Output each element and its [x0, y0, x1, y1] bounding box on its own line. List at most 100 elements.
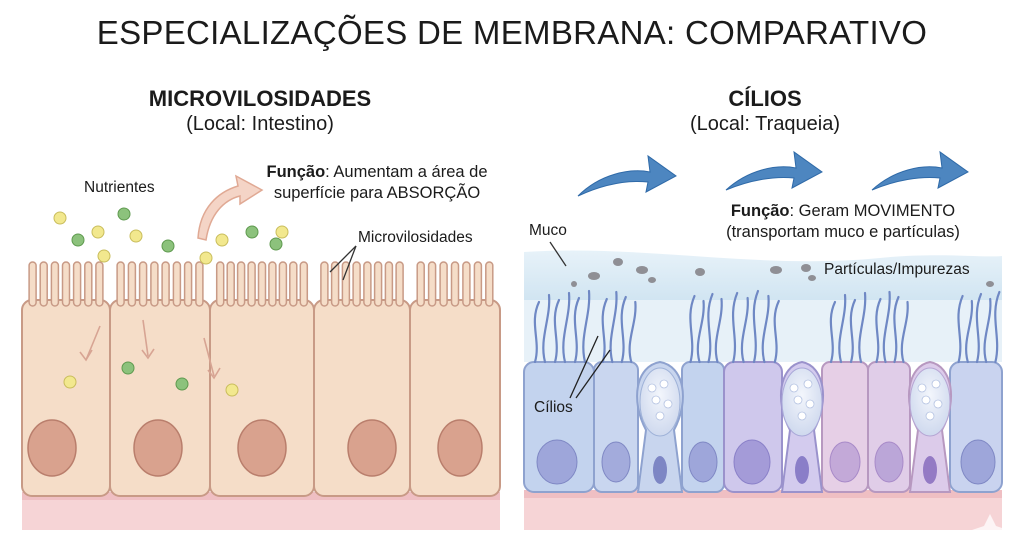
nucleus	[688, 441, 718, 483]
function-label: Função	[266, 163, 326, 181]
microvilli-label: Microvilosidades	[358, 229, 473, 246]
nutrient-particle	[121, 361, 135, 375]
microvillus	[39, 261, 48, 307]
microvillus	[268, 261, 277, 307]
nucleus	[237, 419, 287, 477]
particle	[808, 275, 816, 281]
cilium	[752, 289, 760, 364]
cilium	[582, 289, 591, 364]
nutrient-particles	[53, 207, 289, 397]
nucleus	[536, 439, 578, 485]
nutrient-particle	[71, 233, 85, 247]
particle	[986, 281, 994, 287]
microvillus	[195, 261, 204, 307]
microvillus	[363, 261, 372, 307]
granule	[659, 379, 669, 389]
microvillus	[138, 261, 148, 307]
mucus-pointer	[549, 241, 567, 267]
microvillus	[330, 261, 340, 307]
basement-membrane	[524, 490, 1002, 498]
particle	[588, 272, 600, 280]
microvillus	[416, 261, 425, 307]
cilium	[983, 297, 992, 364]
microvillus	[226, 261, 235, 307]
microvillus	[427, 261, 437, 307]
particle	[801, 264, 811, 272]
cilia-location: (Local: Traqueia)	[689, 113, 841, 135]
microvillus	[72, 261, 82, 307]
absorption-arrowhead-icon	[141, 348, 155, 360]
cilium	[882, 290, 891, 364]
particle	[770, 266, 782, 274]
cilium	[761, 294, 770, 364]
cilium	[573, 296, 581, 364]
cilium	[849, 298, 857, 364]
nutrient-particle	[117, 207, 131, 221]
microvillus	[50, 261, 60, 307]
cilium	[542, 293, 551, 364]
microvillus	[84, 261, 93, 307]
movement-arrow-icon	[871, 150, 969, 191]
nuclei-right	[536, 439, 996, 485]
pointer-line	[329, 245, 357, 273]
microvillus	[473, 261, 483, 307]
particle	[613, 258, 623, 266]
cilium	[740, 296, 749, 364]
cilium	[562, 291, 571, 364]
granule	[651, 395, 661, 405]
microvilli-function: Função: Aumentam a área de superfície pa…	[236, 162, 518, 204]
cilium	[689, 294, 696, 364]
cilium	[714, 297, 723, 364]
cilia-heading: CÍLIOS	[728, 86, 802, 111]
microvilli-heading: MICROVILOSIDADES	[148, 86, 372, 111]
granule	[805, 399, 815, 409]
granule	[925, 411, 935, 421]
nutrients-label: Nutrientes	[84, 179, 155, 196]
nutrient-particle	[53, 211, 67, 225]
function-text: (transportam muco e partículas)	[726, 223, 960, 241]
absorption-arrow-icon	[85, 325, 101, 361]
nucleus	[601, 441, 631, 483]
nutrient-particle	[97, 249, 111, 263]
nucleus	[27, 419, 77, 477]
cilium	[601, 297, 608, 364]
cilia-function: Função: Geram MOVIMENTO (transportam muc…	[690, 201, 996, 243]
nutrient-particle	[63, 375, 77, 389]
granule	[931, 379, 941, 389]
cilium	[707, 292, 714, 364]
mucin-granules	[781, 367, 823, 437]
granule	[789, 383, 799, 393]
nutrient-particle	[245, 225, 259, 239]
cilium	[533, 300, 541, 364]
movement-arrow-icon	[725, 150, 823, 191]
function-label: Função	[730, 202, 790, 220]
microvillus	[172, 261, 182, 307]
nutrient-particle	[215, 233, 229, 247]
microvillus	[61, 261, 71, 307]
cilium	[875, 297, 882, 364]
diamond-watermark-icon	[972, 514, 1008, 546]
microvillus	[278, 261, 288, 307]
granule	[663, 399, 673, 409]
cilium	[994, 290, 1001, 364]
nucleus	[437, 419, 483, 477]
basement-layer	[22, 496, 500, 530]
microvillus	[395, 261, 404, 307]
microvillus	[257, 261, 267, 307]
nucleus	[874, 441, 904, 483]
microvillus	[384, 261, 394, 307]
cilium	[858, 291, 867, 364]
nutrient-particle	[199, 251, 213, 265]
microvillus	[485, 261, 494, 307]
nuclei-left	[27, 419, 483, 477]
cilium	[620, 295, 627, 364]
movement-arrow-icon	[577, 154, 677, 197]
cilium	[965, 299, 974, 364]
nucleus	[133, 419, 183, 477]
basement-layer	[524, 496, 1002, 530]
mucin-granules	[639, 367, 681, 437]
microvillus	[450, 261, 460, 307]
cilium	[553, 298, 561, 364]
absorption-arrow-icon	[142, 319, 149, 357]
